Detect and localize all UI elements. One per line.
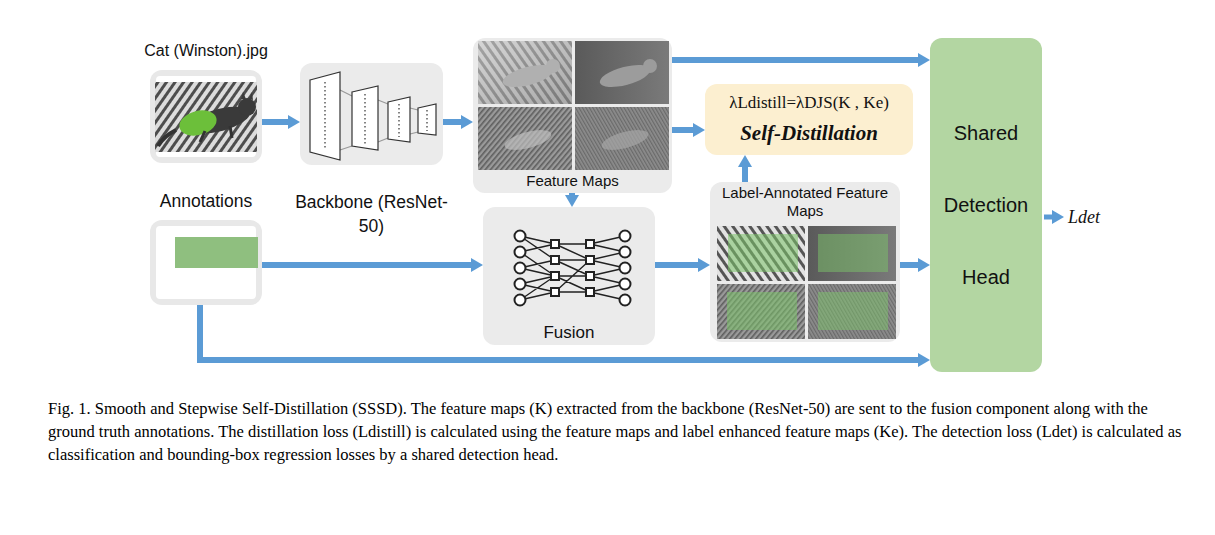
- annotation-box-sample: [175, 237, 258, 268]
- flow-arrow: [262, 119, 290, 125]
- cat-tail: [158, 130, 176, 146]
- node-text: Backbone (ResNet-50): [295, 190, 448, 238]
- flow-arrow: [672, 127, 695, 133]
- flow-arrow: [742, 165, 748, 182]
- node-text: Shared Detection Head: [936, 97, 1036, 313]
- backbone-box: Backbone (ResNet-50): [300, 63, 443, 165]
- annotated-map-tiles: [717, 226, 896, 339]
- box-background: [710, 182, 900, 342]
- node-text: Annotations: [160, 191, 252, 211]
- node-text: Cat (Winston).jpg: [144, 41, 268, 61]
- flow-arrow: [900, 262, 920, 268]
- flow-arrow: [569, 193, 575, 197]
- node-text: λLdistill=λDJS(K , Ke): [729, 92, 889, 115]
- cat-legs: [200, 126, 232, 142]
- box-background: [300, 63, 443, 165]
- box-background: [483, 207, 655, 345]
- flow-arrow: [262, 262, 473, 268]
- rug-texture: [155, 82, 257, 152]
- annotated-maps-box: Label-Annotated Feature Maps: [710, 182, 900, 342]
- figure-caption: Fig. 1. Smooth and Stepwise Self-Distill…: [48, 398, 1188, 466]
- feature-map-tiles: [478, 41, 669, 170]
- network-icon: [515, 231, 631, 306]
- output-arrow: [1044, 210, 1064, 224]
- node-text: Self-Distillation: [740, 119, 878, 147]
- fusion-box: Fusion: [483, 207, 655, 345]
- box-inner: [156, 76, 256, 157]
- distillation-box: λLdistill=λDJS(K , Ke) Self-Distillation: [705, 84, 913, 155]
- detection-head-box: Shared Detection Head: [930, 38, 1042, 372]
- node-text: Fusion: [487, 324, 651, 342]
- box-background: [150, 220, 262, 305]
- annotations-box: Annotations: [150, 220, 262, 305]
- box-background: [473, 38, 672, 193]
- cat-head: [238, 98, 256, 116]
- loss-label: Ldet: [1068, 205, 1100, 229]
- flow-arrow: [672, 57, 920, 63]
- box-background: [150, 70, 262, 163]
- flow-arrow: [200, 305, 920, 360]
- image-box: Cat (Winston).jpg: [150, 70, 262, 163]
- flow-arrow: [443, 119, 463, 125]
- feature-maps-box: Feature Maps: [473, 38, 672, 193]
- node-text: Feature Maps: [477, 172, 668, 190]
- node-text: Label-Annotated Feature Maps: [714, 184, 896, 220]
- cat-photo: [155, 82, 257, 152]
- cat-sweater: [177, 106, 220, 139]
- cat-ears: [241, 92, 253, 100]
- backbone-layers: [310, 72, 436, 160]
- flow-arrow: [655, 262, 700, 268]
